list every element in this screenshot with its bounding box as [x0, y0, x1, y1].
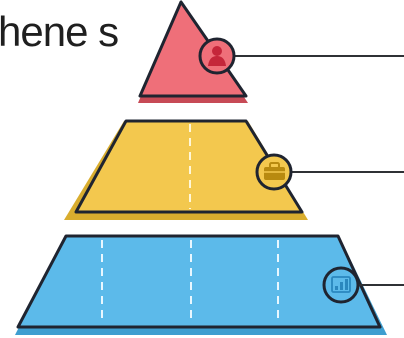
person-icon: [208, 46, 226, 66]
briefcase-icon: [264, 162, 285, 180]
bottom-tier-shape: [16, 234, 382, 329]
cropped-heading-text: hene s: [0, 8, 119, 55]
pyramid-top-tier: [138, 0, 404, 103]
pyramid-bottom-tier: [15, 234, 404, 335]
pyramid-middle-tier: [64, 119, 404, 220]
bar-chart-icon: [331, 276, 351, 293]
